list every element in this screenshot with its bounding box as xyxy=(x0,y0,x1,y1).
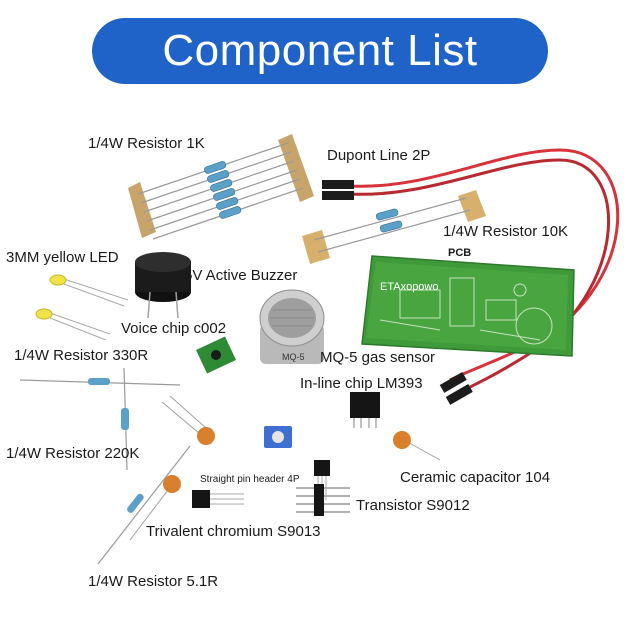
label-transistor-s9012: Transistor S9012 xyxy=(356,497,470,514)
buzzer xyxy=(135,252,191,319)
lm393-chip xyxy=(350,392,380,428)
label-ceramic-capacitor: Ceramic capacitor 104 xyxy=(400,469,551,486)
label-resistor-10k: 1/4W Resistor 10K xyxy=(443,223,569,240)
resistor-1k-strip xyxy=(128,134,314,240)
label-transistor-s9013: Trivalent chromium S9013 xyxy=(146,523,321,540)
resistor-10k-strip xyxy=(302,190,486,264)
label-yellow-led: 3MM yellow LED xyxy=(6,249,119,266)
label-lm393: In-line chip LM393 xyxy=(300,375,423,392)
label-dupont-line: Dupont Line 2P xyxy=(327,147,431,164)
label-resistor-1k: 1/4W Resistor 1K xyxy=(88,135,205,152)
pcb-brand-text: ETAxopowo xyxy=(380,281,439,293)
resistor-330r xyxy=(19,378,181,386)
mq5-sensor: MQ-5 xyxy=(259,289,325,364)
pcb-board: ETAxopowo xyxy=(361,255,575,357)
ceramic-capacitors xyxy=(129,395,441,541)
label-mq5-sensor: MQ-5 gas sensor xyxy=(320,349,436,366)
page-title: Component List xyxy=(162,26,478,75)
yellow-leds xyxy=(35,274,129,341)
label-resistor-220k: 1/4W Resistor 220K xyxy=(6,445,140,462)
label-resistor-5r1: 1/4W Resistor 5.1R xyxy=(88,573,219,590)
label-resistor-330r: 1/4W Resistor 330R xyxy=(14,347,149,364)
title-banner: Component List xyxy=(92,18,548,84)
label-buzzer: 5V Active Buzzer xyxy=(184,267,298,284)
voice-chip xyxy=(196,336,236,374)
label-pin-header: Straight pin header 4P xyxy=(200,474,300,485)
label-pcb: PCB xyxy=(448,247,472,259)
label-voice-chip: Voice chip c002 xyxy=(121,320,227,337)
resistor-5r1 xyxy=(97,445,191,565)
transistor-s9013 xyxy=(192,490,244,508)
dupont-wire xyxy=(322,148,620,405)
sensor-marking: MQ-5 xyxy=(282,352,305,362)
resistor-220k xyxy=(121,367,129,471)
pin-header-4p xyxy=(296,484,350,516)
potentiometer xyxy=(264,426,292,448)
